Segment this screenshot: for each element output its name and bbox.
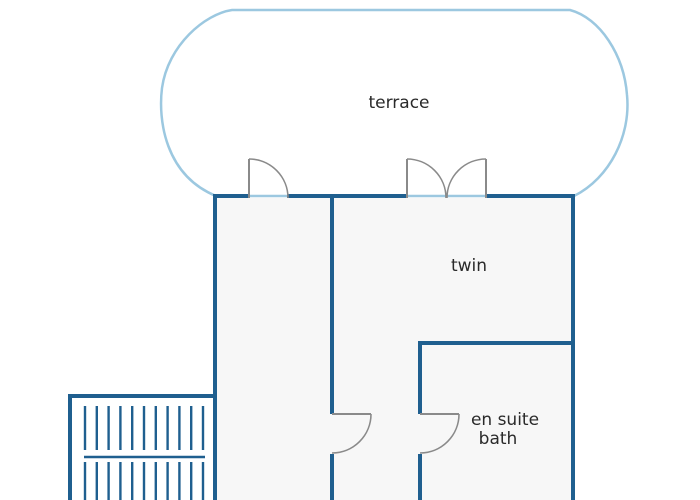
terrace-door-double[interactable] xyxy=(406,158,487,199)
en-suite-door[interactable] xyxy=(419,413,460,454)
twin-door[interactable] xyxy=(331,413,372,454)
staircase xyxy=(83,406,205,500)
en-suite-label-line2: bath xyxy=(479,429,518,449)
en-suite-label-line1: en suite xyxy=(471,410,539,430)
terrace-area xyxy=(159,8,629,198)
terrace-door-single[interactable] xyxy=(248,158,289,199)
twin-label: twin xyxy=(451,256,487,276)
stair-floor xyxy=(70,396,215,500)
corridor-floor xyxy=(216,198,331,500)
en-suite-floor xyxy=(421,344,573,500)
terrace-label: terrace xyxy=(368,93,429,113)
